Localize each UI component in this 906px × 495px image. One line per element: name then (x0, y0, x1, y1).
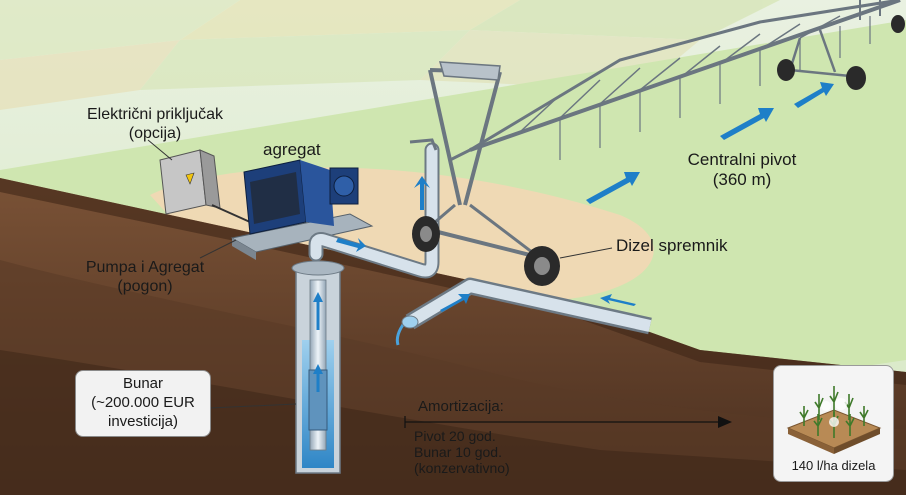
fuel-consumption-inset: 140 l/ha dizela (773, 365, 894, 482)
amortization-well: Bunar 10 god. (414, 444, 502, 460)
pump-generator-subtitle: (pogon) (117, 278, 173, 295)
amortization-pivot: Pivot 20 god. (414, 428, 496, 444)
fuel-consumption-label: 140 l/ha dizela (791, 458, 876, 473)
amortization-details: Pivot 20 god. Bunar 10 god. (konzervativ… (414, 428, 510, 476)
field-flow-arrows (586, 82, 834, 204)
electric-cabinet (159, 149, 251, 223)
center-pivot-label: Centralni pivot (360 m) (672, 150, 812, 190)
pump-generator-title: Pumpa i Agregat (85, 259, 205, 276)
amortization-note: (konzervativno) (414, 460, 510, 476)
electric-connection-subtitle: (opcija) (128, 125, 182, 142)
well-title: Bunar (122, 375, 164, 392)
crop-field-icon (786, 386, 882, 454)
leader-lines (147, 139, 613, 409)
electric-connection-title: Električni priključak (86, 106, 224, 123)
center-pivot-length: (360 m) (712, 170, 772, 189)
well-shaft (291, 260, 345, 474)
electric-connection-label: Električni priključak (opcija) (60, 105, 250, 143)
soil-cross-section (0, 178, 906, 495)
center-pivot (409, 0, 901, 264)
diesel-tank-label: Dizel spremnik (616, 236, 728, 255)
well-cost: (~200.000 EUR (91, 394, 195, 411)
generator-label: agregat (263, 140, 321, 159)
generator-set (230, 159, 374, 260)
pivot-wheels (412, 15, 905, 286)
pipe-network (308, 142, 652, 346)
well-cost-note: investicija) (107, 413, 179, 430)
field-patches (0, 0, 780, 110)
amortization-arrow (404, 416, 732, 428)
amortization-title: Amortizacija: (418, 398, 504, 415)
center-pivot-title: Centralni pivot (687, 150, 797, 169)
well-investment-box: Bunar (~200.000 EUR investicija) (75, 370, 211, 437)
pump-generator-label: Pumpa i Agregat (pogon) (70, 258, 220, 296)
